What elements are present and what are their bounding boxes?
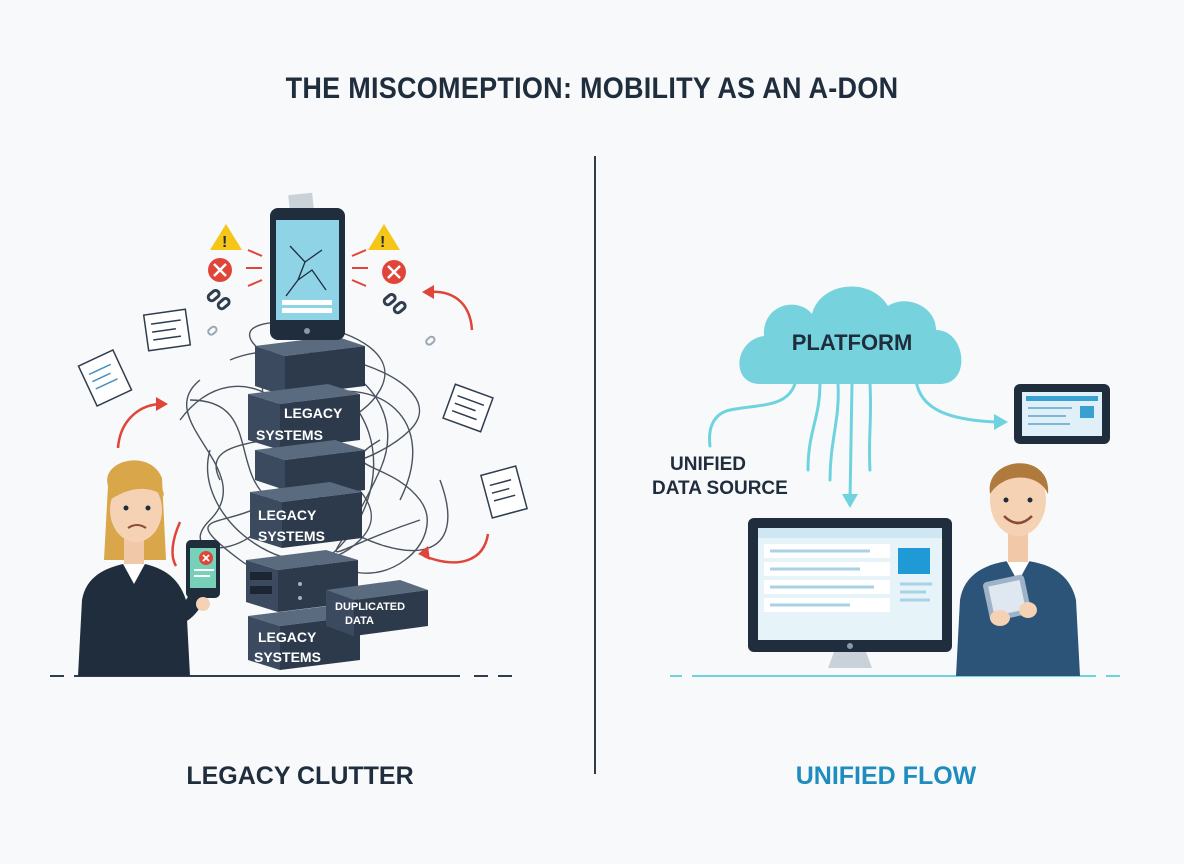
frustrated-person [78, 460, 220, 676]
legacy-block-1: LEGACY SYSTEMS [248, 384, 360, 450]
flow-arrow-down [842, 494, 858, 508]
duplicated-data-line1: DUPLICATED [335, 601, 405, 613]
legacy-block-3-line1: LEGACY [258, 629, 317, 645]
tablet-icon [1014, 384, 1110, 444]
right-caption: UNIFIED FLOW [795, 762, 977, 790]
legacy-stack: LEGACY SYSTEMS LEGACY SYSTEMS [246, 336, 428, 670]
svg-text:!: ! [380, 234, 385, 251]
monitor-icon [748, 518, 952, 668]
warning-icon: ! [210, 224, 242, 251]
flow-lines [708, 378, 998, 502]
svg-text:!: ! [222, 234, 227, 251]
error-icon [382, 260, 406, 284]
broken-link-icon [206, 289, 231, 311]
document-icon [142, 308, 192, 352]
legacy-block-1-line2: SYSTEMS [256, 427, 323, 443]
red-arrows [116, 285, 490, 567]
legacy-block-3-line2: SYSTEMS [254, 649, 321, 665]
alert-rays [246, 249, 368, 287]
duplicated-data-line2: DATA [345, 615, 374, 627]
legacy-block-1-line1: LEGACY [284, 405, 343, 421]
page-title: THE MISCOMEPTION: MOBILITY AS AN A-DON [285, 72, 899, 105]
document-icon [480, 465, 528, 519]
happy-person [956, 463, 1080, 676]
cloud-label: PLATFORM [792, 330, 913, 355]
left-caption: LEGACY CLUTTER [186, 762, 414, 790]
legacy-block-2-line2: SYSTEMS [258, 528, 325, 544]
flow-arrow-right [994, 414, 1008, 430]
duplicated-data-block: DUPLICATED DATA [326, 580, 428, 636]
error-icon [208, 258, 232, 282]
broken-phone-icon [270, 192, 345, 340]
document-icon [77, 349, 133, 407]
document-icon [442, 383, 494, 433]
broken-link-icon [207, 325, 436, 346]
warning-icon: ! [368, 224, 400, 251]
cloud-icon: PLATFORM [739, 286, 962, 384]
legacy-block-2-line1: LEGACY [258, 507, 317, 523]
broken-link-icon [382, 293, 407, 315]
unified-source-line2: DATA SOURCE [652, 478, 788, 499]
panel-divider [594, 156, 596, 774]
legacy-block-2: LEGACY SYSTEMS [250, 482, 362, 548]
unified-source-line1: UNIFIED [670, 454, 746, 475]
stack-block-top [255, 336, 365, 396]
